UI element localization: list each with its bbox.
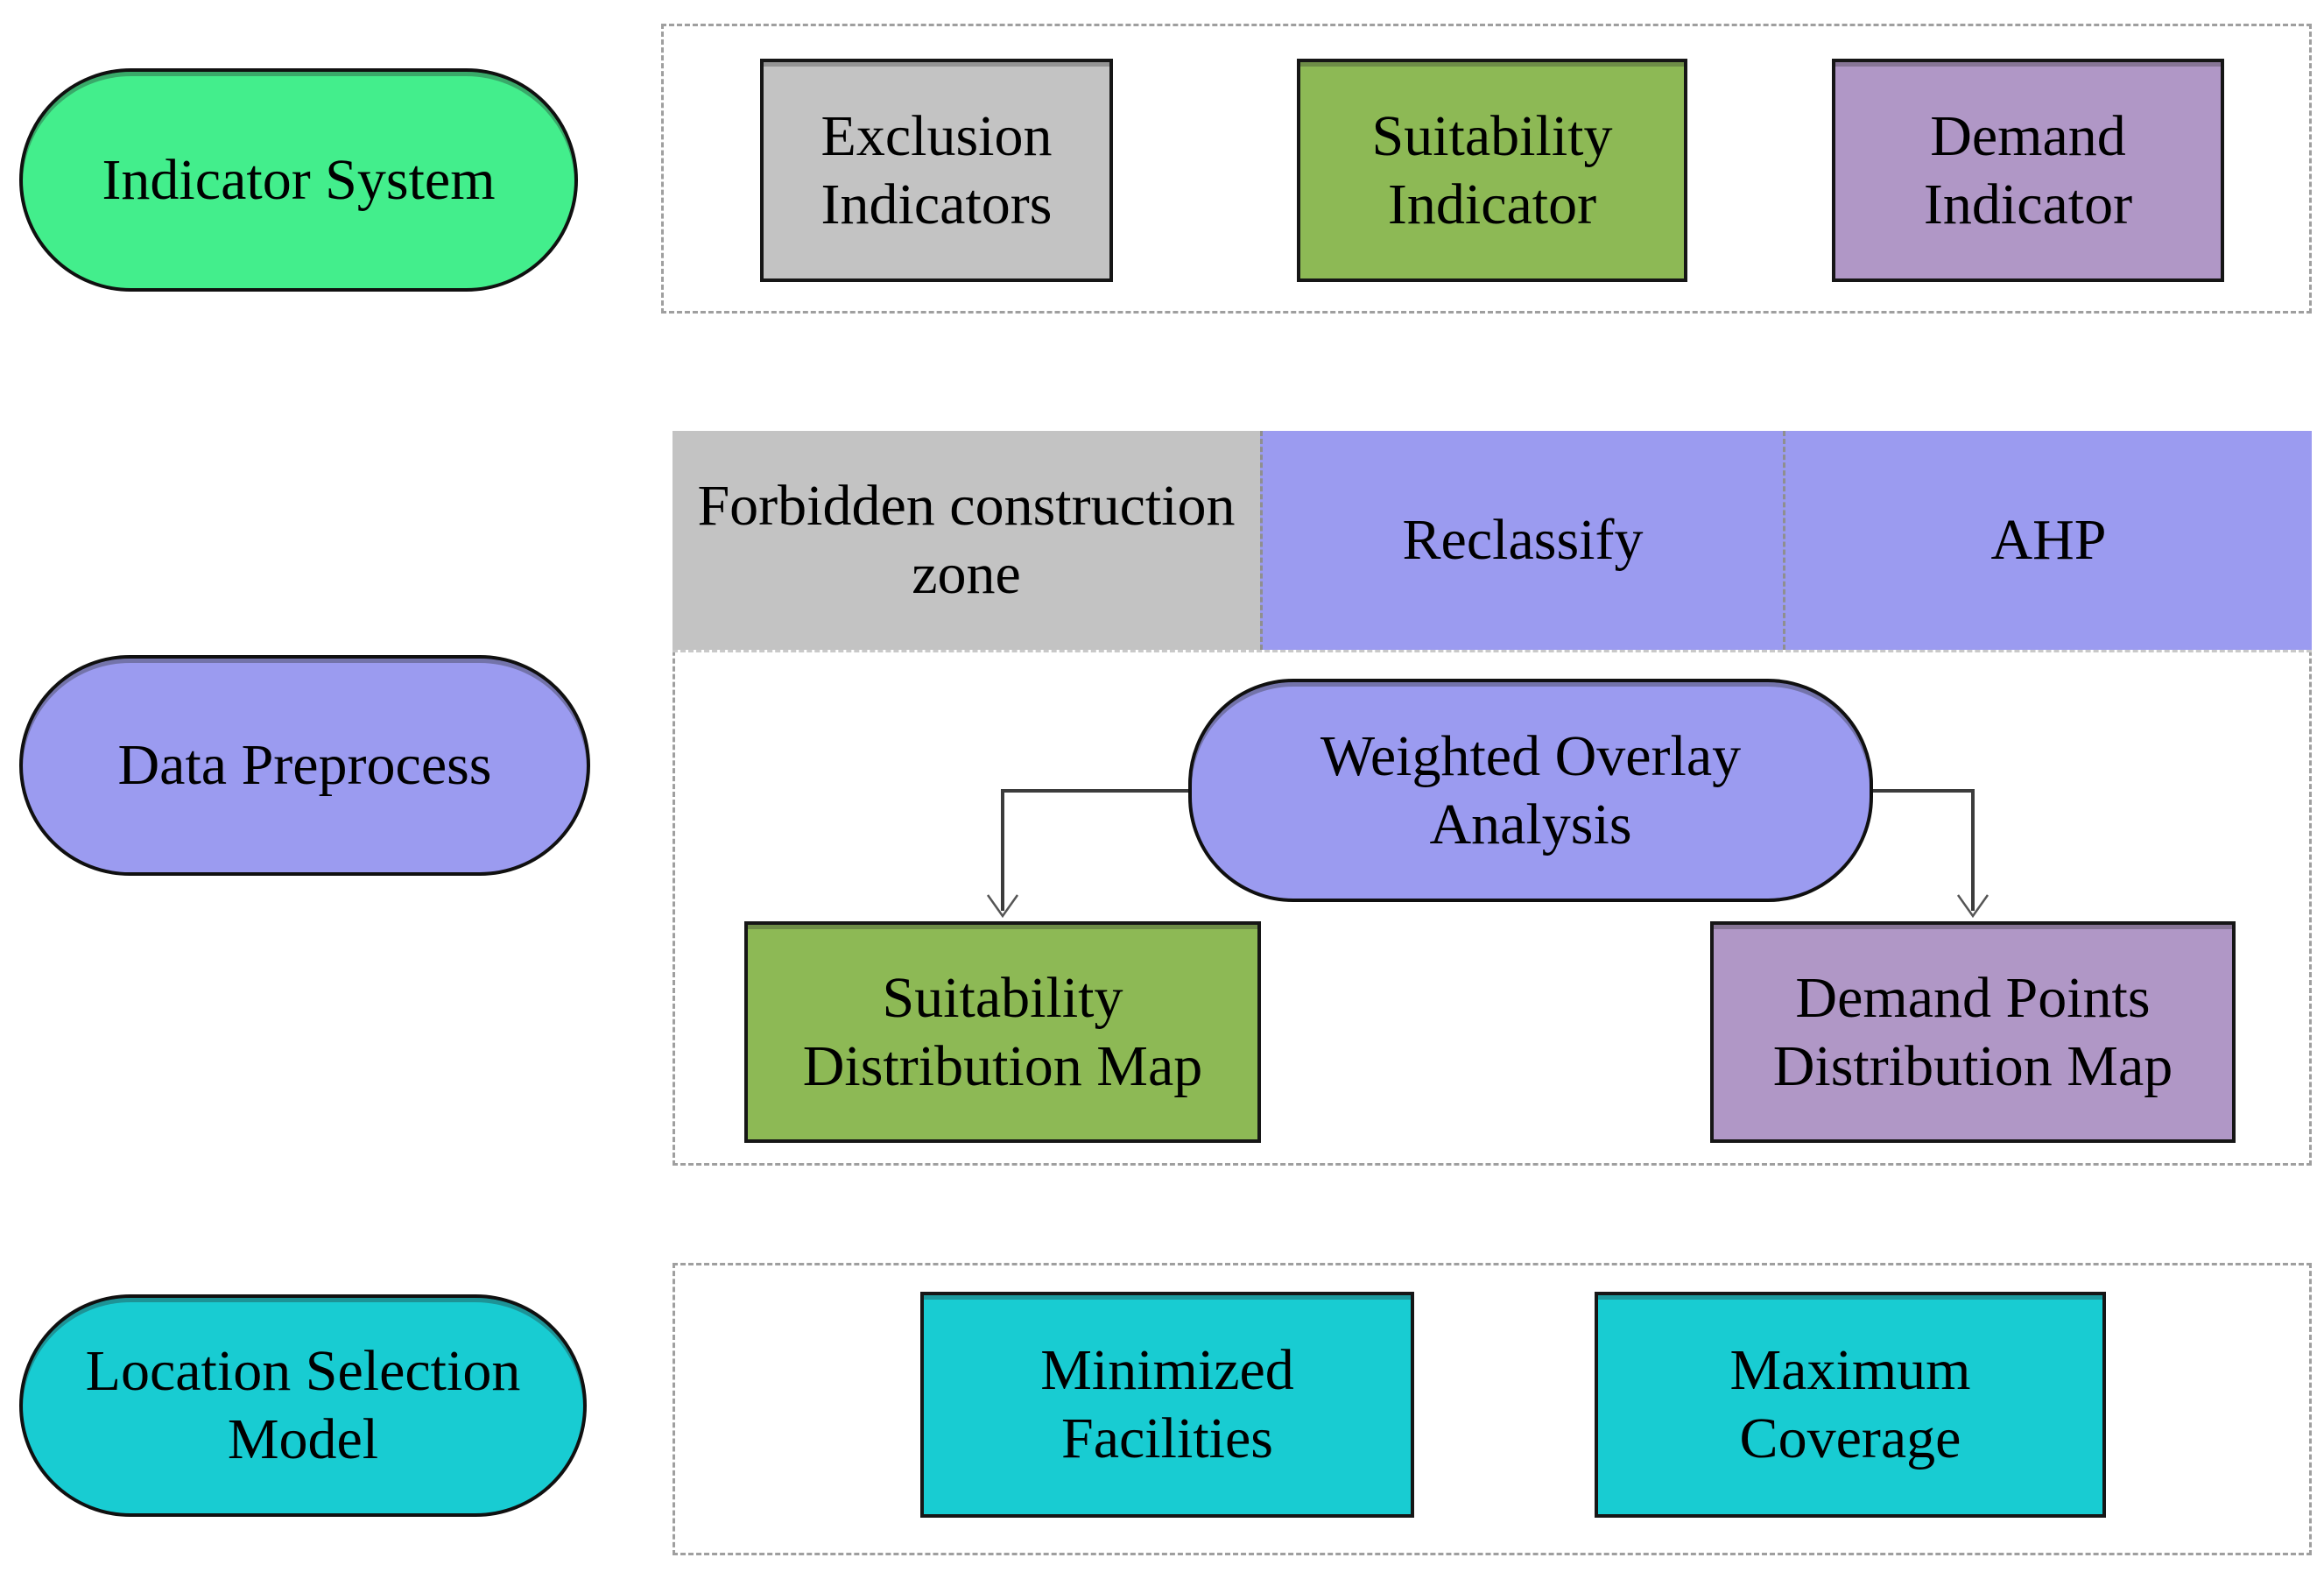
cell-ahp-label: AHP xyxy=(1990,508,2107,573)
box-demand-indicator-label: Demand Indicator xyxy=(1923,103,2133,236)
box-maximum-coverage-label: Maximum Coverage xyxy=(1729,1338,1971,1470)
preprocess-header-row: Forbidden construction zone Reclassify A… xyxy=(673,431,2312,652)
cell-reclassify: Reclassify xyxy=(1260,431,1783,650)
box-demand-points-distribution-map: Demand Points Distribution Map xyxy=(1710,921,2236,1143)
box-suitability-distribution-map: Suitability Distribution Map xyxy=(744,921,1261,1143)
pill-data-preprocess-label: Data Preprocess xyxy=(117,733,492,798)
box-maximum-coverage: Maximum Coverage xyxy=(1595,1292,2106,1518)
location-model-group-border xyxy=(673,1263,2312,1555)
pill-weighted-overlay-analysis: Weighted Overlay Analysis xyxy=(1188,679,1873,902)
pill-indicator-system-label: Indicator System xyxy=(102,147,496,212)
pill-location-selection-model-label: Location Selection Model xyxy=(85,1339,521,1471)
box-exclusion-indicators-label: Exclusion Indicators xyxy=(820,103,1053,236)
box-exclusion-indicators: Exclusion Indicators xyxy=(760,59,1113,282)
box-demand-indicator: Demand Indicator xyxy=(1832,59,2224,282)
indicator-system-group-border xyxy=(661,24,2312,314)
cell-forbidden-construction-zone-label: Forbidden construction zone xyxy=(697,474,1236,606)
cell-ahp: AHP xyxy=(1783,431,2312,650)
pill-data-preprocess: Data Preprocess xyxy=(19,655,590,876)
pill-location-selection-model: Location Selection Model xyxy=(19,1294,587,1517)
box-suitability-indicator-label: Suitability Indicator xyxy=(1371,103,1613,236)
box-suitability-distribution-map-label: Suitability Distribution Map xyxy=(802,965,1203,1098)
pill-indicator-system: Indicator System xyxy=(19,68,578,292)
cell-forbidden-construction-zone: Forbidden construction zone xyxy=(673,431,1260,650)
pill-weighted-overlay-analysis-label: Weighted Overlay Analysis xyxy=(1320,723,1742,856)
box-minimized-facilities-label: Minimized Facilities xyxy=(1040,1338,1294,1470)
box-suitability-indicator: Suitability Indicator xyxy=(1297,59,1687,282)
box-demand-points-distribution-map-label: Demand Points Distribution Map xyxy=(1772,965,2173,1098)
cell-reclassify-label: Reclassify xyxy=(1402,508,1644,573)
box-minimized-facilities: Minimized Facilities xyxy=(920,1292,1414,1518)
